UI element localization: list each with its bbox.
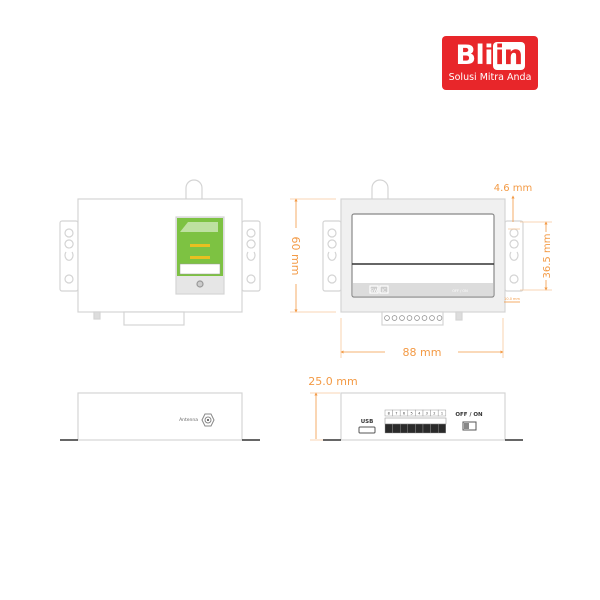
- ear-width-dimension: 10.0 mm: [504, 297, 520, 301]
- power-switch: [462, 421, 477, 431]
- terminal-labels: 8 7 6 5 4 3 2 1: [388, 412, 443, 416]
- top-offset-dimension: 4.6 mm: [494, 183, 533, 194]
- front-window: [351, 213, 495, 298]
- hole-spacing-dimension: 36.5 mm: [542, 234, 553, 279]
- terminal-label: 1: [441, 412, 443, 416]
- back-view: [59, 179, 261, 326]
- usb-port: [358, 426, 376, 434]
- side-view-antenna: [60, 392, 260, 441]
- logo-brand: Bliin: [455, 40, 525, 71]
- antenna-label: Antenna: [179, 417, 198, 423]
- terminal-label: 3: [426, 412, 428, 416]
- terminal-label: 8: [388, 412, 390, 416]
- terminal-label: 6: [403, 412, 405, 416]
- terminal-label: 7: [395, 412, 397, 416]
- sw-label: SW: [370, 288, 378, 294]
- terminal-blocks: [384, 423, 447, 434]
- ic-label: IC: [382, 288, 386, 294]
- terminal-label: 4: [418, 412, 421, 416]
- dimension-lines: [290, 195, 552, 441]
- usb-label: USB: [361, 419, 374, 425]
- power-switch-label: OFF / ON: [455, 412, 483, 418]
- depth-dimension: 25.0 mm: [308, 375, 357, 388]
- connector-stub: [93, 311, 101, 320]
- screw-icon: [196, 280, 204, 288]
- front-switch-label: OFF / ON: [452, 289, 468, 293]
- width-dimension: 88 mm: [403, 346, 442, 359]
- terminal-label: 5: [410, 412, 412, 416]
- front-view: [322, 179, 524, 326]
- antenna-tab: [185, 179, 203, 199]
- logo-tagline: Solusi Mitra Anda: [448, 72, 532, 83]
- terminal-block: [123, 311, 185, 326]
- side-view-ports: [323, 392, 523, 441]
- bliin-logo: Bliin Solusi Mitra Anda: [442, 36, 538, 90]
- terminal-label: 2: [433, 412, 435, 416]
- height-dimension: 60 mm: [289, 237, 302, 276]
